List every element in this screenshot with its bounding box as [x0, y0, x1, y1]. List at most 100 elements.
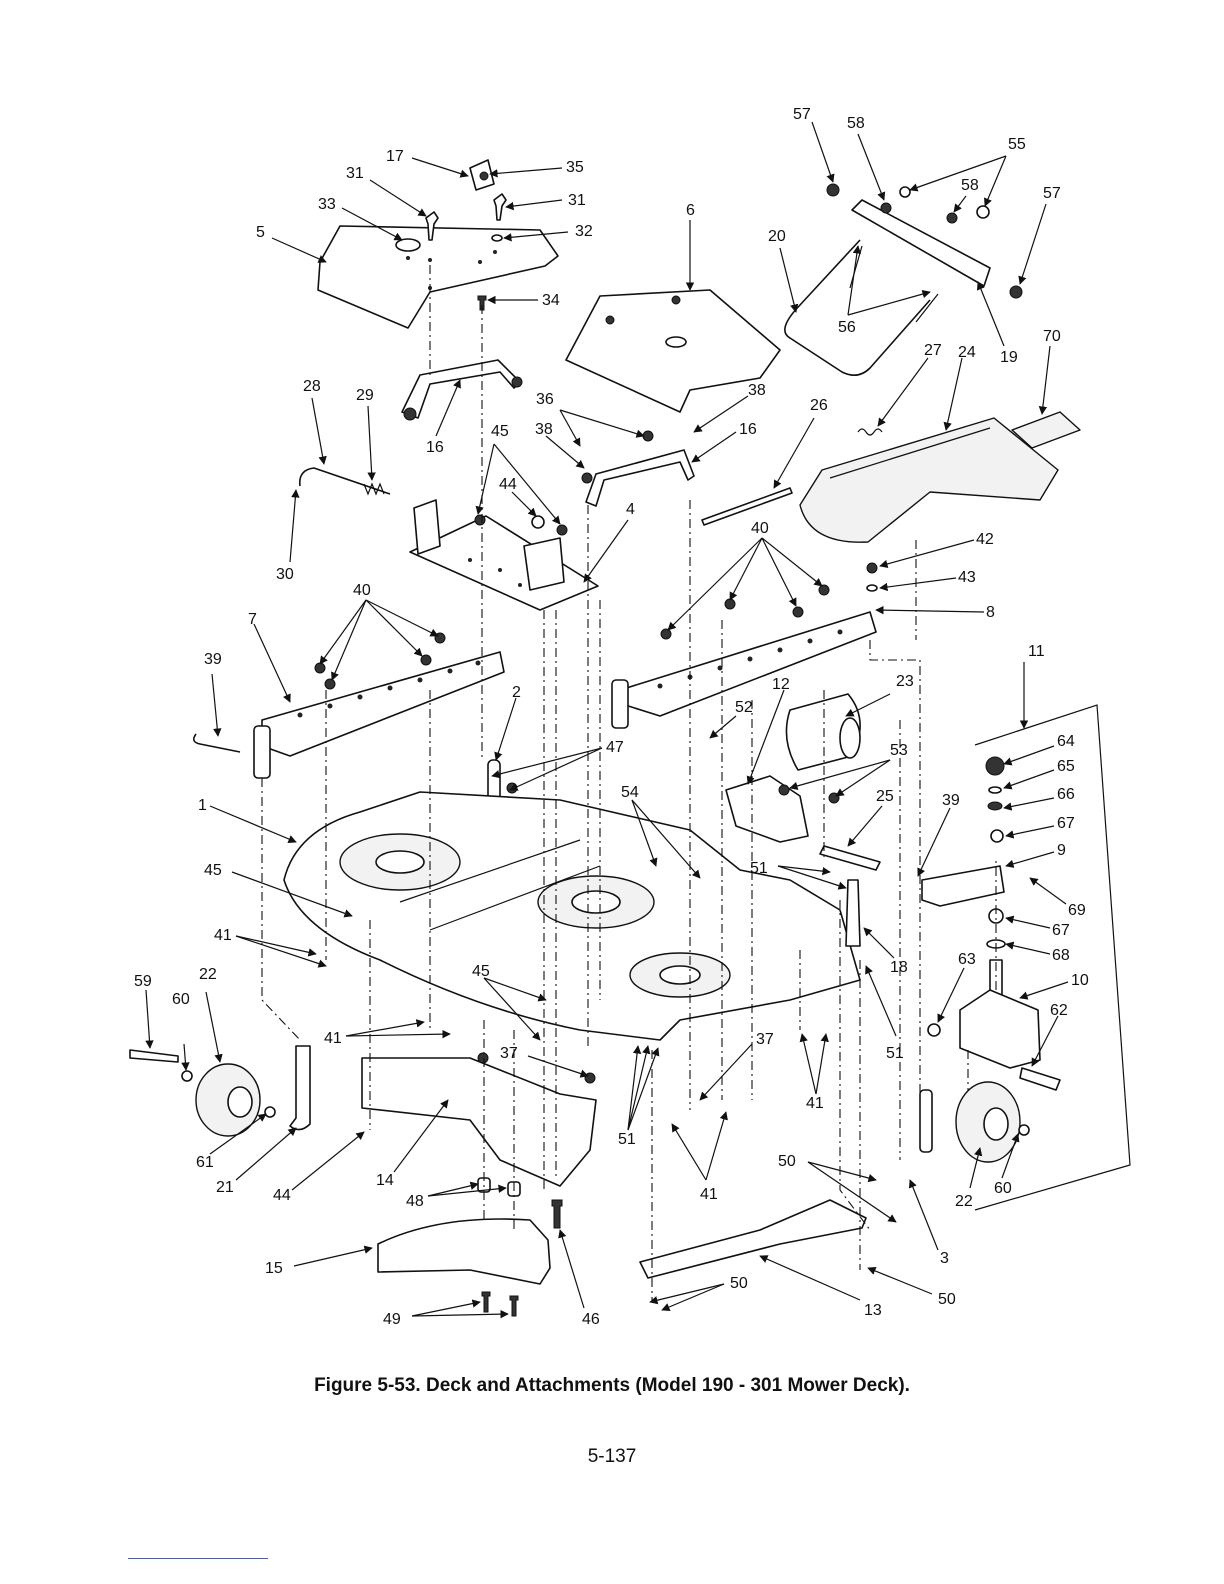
part-10-caster-fork	[959, 989, 1041, 1069]
exploded-parts-diagram: 57 58 55 58 57 17 35 31 31 33 32 5 34 6 …	[129, 106, 1131, 1328]
callout-43: 43	[958, 569, 976, 586]
callout-51: 51	[750, 860, 768, 877]
callout-66: 66	[1057, 786, 1075, 803]
callout-25: 25	[876, 788, 894, 805]
callout-55: 55	[1008, 136, 1026, 153]
callout-45: 45	[491, 423, 509, 440]
callout-40: 40	[353, 582, 371, 599]
callout-7: 7	[248, 611, 257, 628]
callout-36: 36	[536, 391, 554, 408]
part-34-bolt	[477, 295, 487, 311]
callout-22: 22	[955, 1193, 973, 1210]
callout-3: 3	[940, 1250, 949, 1267]
callout-41: 41	[806, 1095, 824, 1112]
callout-69: 69	[1068, 902, 1086, 919]
part-9-caster-arm	[921, 865, 1005, 907]
part-7-left-crossbar	[261, 651, 505, 757]
callout-1: 1	[198, 797, 207, 814]
callout-16: 16	[739, 421, 757, 438]
leader-lines	[145, 121, 1069, 1319]
callout-53: 53	[890, 742, 908, 759]
part-28-rod	[298, 467, 391, 495]
figure-caption: Figure 5-53. Deck and Attachments (Model…	[314, 1375, 910, 1396]
callout-10: 10	[1071, 972, 1089, 989]
callout-68: 68	[1052, 947, 1070, 964]
part-31-wing-bolt-a	[425, 211, 439, 241]
callout-11: 11	[1028, 643, 1045, 660]
part-24-discharge-chute	[799, 417, 1059, 543]
callout-62: 62	[1050, 1002, 1068, 1019]
part-5-left-cover	[317, 225, 559, 329]
callout-37: 37	[500, 1045, 518, 1062]
callout-65: 65	[1057, 758, 1075, 775]
callout-48: 48	[406, 1193, 424, 1210]
callout-13: 13	[864, 1302, 882, 1319]
part-39-pin-left	[192, 733, 241, 753]
callout-9: 9	[1057, 842, 1066, 859]
part-49-bolt-b	[509, 1295, 519, 1317]
callout-49: 49	[383, 1311, 401, 1328]
callout-6: 6	[686, 202, 695, 219]
callout-8: 8	[986, 604, 995, 621]
callout-19: 19	[1000, 349, 1018, 366]
part-16-right-bracket	[585, 449, 695, 507]
callout-39: 39	[942, 792, 960, 809]
callout-22: 22	[199, 966, 217, 983]
callout-57: 57	[793, 106, 811, 123]
callout-50: 50	[730, 1275, 748, 1292]
callout-67: 67	[1057, 815, 1075, 832]
callout-38: 38	[748, 382, 766, 399]
callout-64: 64	[1057, 733, 1075, 750]
part-20-handle	[784, 239, 931, 376]
page-number: 5-137	[587, 1446, 637, 1467]
callout-32: 32	[575, 223, 593, 240]
callout-58: 58	[847, 115, 865, 132]
callout-5: 5	[256, 224, 265, 241]
part-4-center-plate	[409, 515, 599, 611]
callout-70: 70	[1043, 328, 1061, 345]
callout-40: 40	[751, 520, 769, 537]
callout-51: 51	[618, 1131, 636, 1148]
callout-46: 46	[582, 1311, 600, 1328]
part-21-caster-pin	[289, 1045, 311, 1131]
part-46-bolt	[551, 1199, 563, 1229]
callout-41: 41	[700, 1186, 718, 1203]
callout-24: 24	[958, 344, 976, 361]
part-26-rod	[701, 487, 793, 526]
callout-45: 45	[472, 963, 490, 980]
callout-45: 45	[204, 862, 222, 879]
callout-14: 14	[376, 1172, 394, 1189]
assembly-lines	[261, 265, 997, 1300]
callout-20: 20	[768, 228, 786, 245]
callout-34: 34	[542, 292, 560, 309]
callout-61: 61	[196, 1154, 214, 1171]
part-19-lift-bar	[851, 199, 991, 287]
callout-4: 4	[626, 501, 635, 518]
part-7-holes	[297, 660, 481, 718]
part-56-spring-b	[915, 293, 939, 323]
callout-44: 44	[499, 476, 517, 493]
part-31-wing-bolt-b	[493, 193, 507, 221]
callout-29: 29	[356, 387, 374, 404]
part-33-plug	[395, 238, 421, 252]
callout-44: 44	[273, 1187, 291, 1204]
callout-16: 16	[426, 439, 444, 456]
callout-31: 31	[346, 165, 364, 182]
callout-27: 27	[924, 342, 942, 359]
callout-56: 56	[838, 319, 856, 336]
callout-51: 51	[886, 1045, 904, 1062]
part-3-post	[919, 1089, 933, 1153]
callout-38: 38	[535, 421, 553, 438]
part-14-baffle	[361, 1057, 597, 1187]
callout-21: 21	[216, 1179, 234, 1196]
part-70-deflector-plate	[1011, 411, 1081, 449]
callout-41: 41	[324, 1030, 342, 1047]
callout-12: 12	[772, 676, 790, 693]
callout-50: 50	[778, 1153, 796, 1170]
callout-23: 23	[896, 673, 914, 690]
callout-37: 37	[756, 1031, 774, 1048]
callout-52: 52	[735, 699, 753, 716]
callout-60: 60	[172, 991, 190, 1008]
callout-47: 47	[606, 739, 624, 756]
part-49-bolt-a	[481, 1291, 491, 1313]
